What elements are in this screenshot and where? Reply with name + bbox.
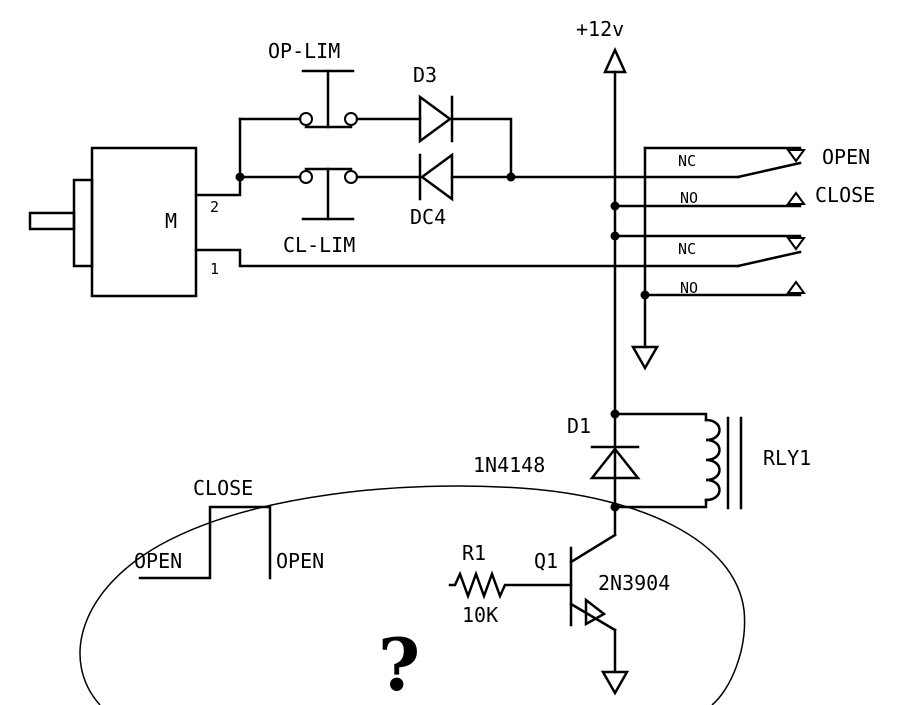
motor-pin2-label: 2 bbox=[210, 198, 219, 216]
cl-lim-contact-b bbox=[344, 170, 358, 184]
motor: M 2 1 bbox=[28, 146, 219, 298]
supply-rail: +12v bbox=[576, 17, 627, 509]
contact-no1-label: NO bbox=[680, 189, 698, 207]
switch-arm-1 bbox=[736, 161, 802, 179]
junction-no2 bbox=[640, 290, 650, 300]
dc4-diode bbox=[419, 152, 454, 202]
nc1-terminal bbox=[786, 149, 806, 163]
no2-terminal bbox=[786, 280, 806, 294]
relay-coil-section: RLY1 D1 1N4148 bbox=[473, 412, 811, 512]
q1-label: Q1 bbox=[534, 549, 558, 573]
r1-resistor bbox=[448, 570, 573, 600]
question-mark: ? bbox=[378, 622, 420, 705]
d1-diode bbox=[589, 446, 641, 480]
control-waveform bbox=[138, 505, 272, 580]
cl-lim-contact-a bbox=[299, 170, 313, 184]
dc4-label: DC4 bbox=[410, 205, 446, 229]
wire-pin2 bbox=[194, 175, 242, 197]
cl-lim-label: CL-LIM bbox=[283, 233, 355, 257]
q1-part-label: 2N3904 bbox=[598, 571, 670, 595]
ground-symbol-contacts bbox=[630, 345, 660, 371]
switch-arm-2 bbox=[736, 250, 802, 268]
motor-label: M bbox=[165, 209, 177, 233]
d3-diode bbox=[418, 94, 453, 144]
q1-emitter-lead bbox=[569, 602, 617, 632]
motor-pin1-label: 1 bbox=[210, 260, 219, 278]
op-lim-contact-b bbox=[344, 112, 358, 126]
motor-shaft bbox=[28, 211, 76, 231]
question-ellipse bbox=[79, 485, 746, 705]
unknown-input-region: ? CLOSE OPEN OPEN bbox=[79, 476, 746, 705]
no1-terminal bbox=[786, 191, 806, 205]
wire-coil-bottom bbox=[613, 498, 708, 509]
waveform-open-right-label: OPEN bbox=[276, 549, 324, 573]
output-close-label: CLOSE bbox=[815, 183, 875, 207]
motor-flange bbox=[72, 178, 94, 268]
ground-symbol-emitter bbox=[600, 670, 630, 696]
relay-contacts: NC OPEN NO CLOSE NC NO bbox=[613, 145, 875, 371]
driver-stage: Q1 2N3904 R1 10K bbox=[448, 505, 670, 696]
q1-emitter-arrow bbox=[584, 597, 607, 627]
output-open-label: OPEN bbox=[822, 145, 870, 169]
limit-network: OP-LIM D3 CL-LIM DC4 bbox=[235, 39, 740, 257]
motor-body bbox=[90, 146, 198, 298]
waveform-close-label: CLOSE bbox=[193, 476, 253, 500]
contact-no2-label: NO bbox=[680, 279, 698, 297]
r1-value-label: 10K bbox=[462, 603, 498, 627]
waveform-open-left-label: OPEN bbox=[134, 549, 182, 573]
supply-arrow bbox=[603, 46, 627, 74]
q1-collector-lead bbox=[569, 533, 617, 564]
d1-part-label: 1N4148 bbox=[473, 453, 545, 477]
op-lim-label: OP-LIM bbox=[268, 39, 340, 63]
wire-coil-top bbox=[613, 412, 708, 422]
motor-leads bbox=[194, 175, 740, 268]
contact-nc1-label: NC bbox=[678, 152, 696, 170]
relay-coil bbox=[704, 418, 721, 502]
r1-label: R1 bbox=[462, 541, 486, 565]
wire-pin1 bbox=[194, 248, 740, 268]
junction-diodes bbox=[506, 172, 516, 182]
op-lim-contact-a bbox=[299, 112, 313, 126]
contact-nc2-label: NC bbox=[678, 240, 696, 258]
d1-label: D1 bbox=[567, 414, 591, 438]
d3-label: D3 bbox=[413, 63, 437, 87]
supply-label: +12v bbox=[576, 17, 624, 41]
nc2-terminal bbox=[786, 237, 806, 251]
wire-top-right bbox=[450, 117, 513, 179]
relay-label: RLY1 bbox=[763, 446, 811, 470]
